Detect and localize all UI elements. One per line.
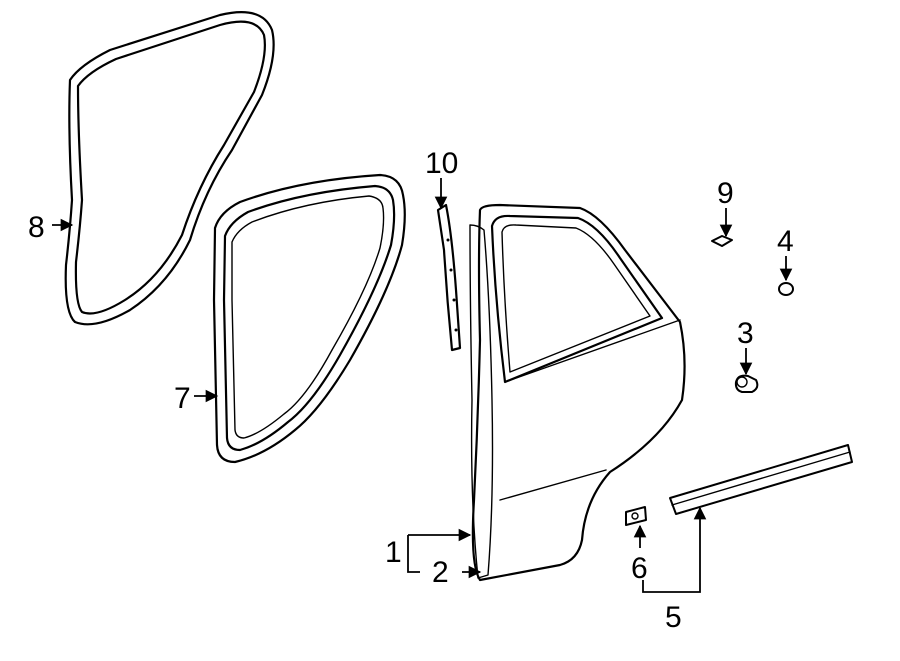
callout-6: 6: [631, 552, 648, 585]
callout-2: 2: [432, 556, 449, 589]
part-6-handle: [625, 506, 647, 526]
callout-7: 7: [174, 382, 191, 415]
part-10-channel-strip: [436, 203, 462, 352]
part-3-bumper: [734, 374, 759, 393]
callout-3: 3: [737, 317, 754, 350]
part-5-body-molding: [669, 444, 853, 515]
callout-10: 10: [425, 147, 458, 180]
part-9-clip: [711, 235, 733, 247]
leader-lines: [52, 178, 793, 593]
part-1-2-door-shell: [469, 203, 686, 582]
callout-1: 1: [385, 536, 402, 569]
part-4-plug: [778, 282, 794, 296]
callout-8: 8: [28, 211, 45, 244]
callout-5: 5: [665, 601, 682, 634]
part-8-weatherstrip-outer: [64, 11, 275, 326]
callout-9: 9: [717, 177, 734, 210]
callout-4: 4: [777, 225, 794, 258]
part-7-weatherstrip-inner: [212, 173, 406, 464]
